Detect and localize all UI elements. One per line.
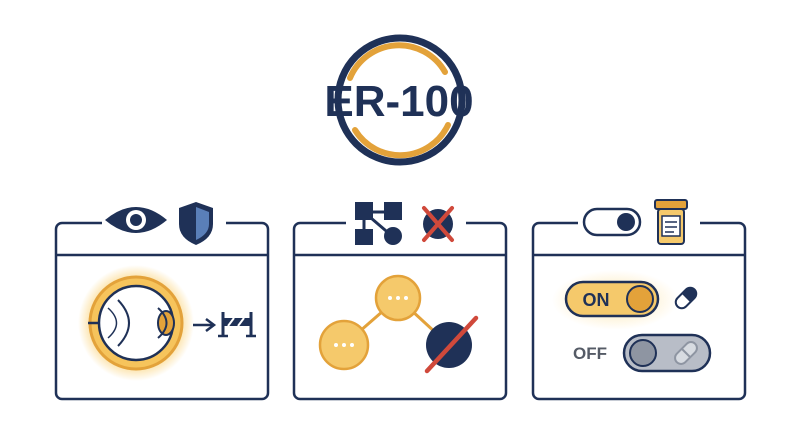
eyeball-illustration bbox=[78, 265, 194, 381]
off-label: OFF bbox=[573, 344, 607, 363]
blocked-node-icon bbox=[422, 206, 454, 242]
eye-icon bbox=[105, 207, 167, 233]
node-blocked bbox=[424, 315, 479, 374]
network-graph-icon bbox=[355, 202, 402, 245]
barrier-icon bbox=[218, 312, 256, 338]
node-top bbox=[374, 274, 422, 322]
arrow-icon bbox=[193, 318, 217, 332]
network-panel bbox=[292, 200, 508, 401]
er100-logo: ER-100 bbox=[324, 34, 474, 166]
on-switch[interactable]: ON bbox=[552, 270, 678, 330]
pill-bottle-icon bbox=[654, 199, 688, 245]
shield-icon bbox=[179, 202, 213, 245]
on-label: ON bbox=[583, 290, 610, 310]
switch-panel: ON OFF bbox=[531, 196, 747, 401]
capsule-icon bbox=[674, 286, 698, 310]
vision-panel bbox=[54, 200, 270, 401]
node-left bbox=[318, 319, 370, 371]
logo-text: ER-100 bbox=[324, 77, 473, 126]
off-switch[interactable] bbox=[622, 333, 712, 373]
toggle-icon bbox=[582, 207, 642, 237]
